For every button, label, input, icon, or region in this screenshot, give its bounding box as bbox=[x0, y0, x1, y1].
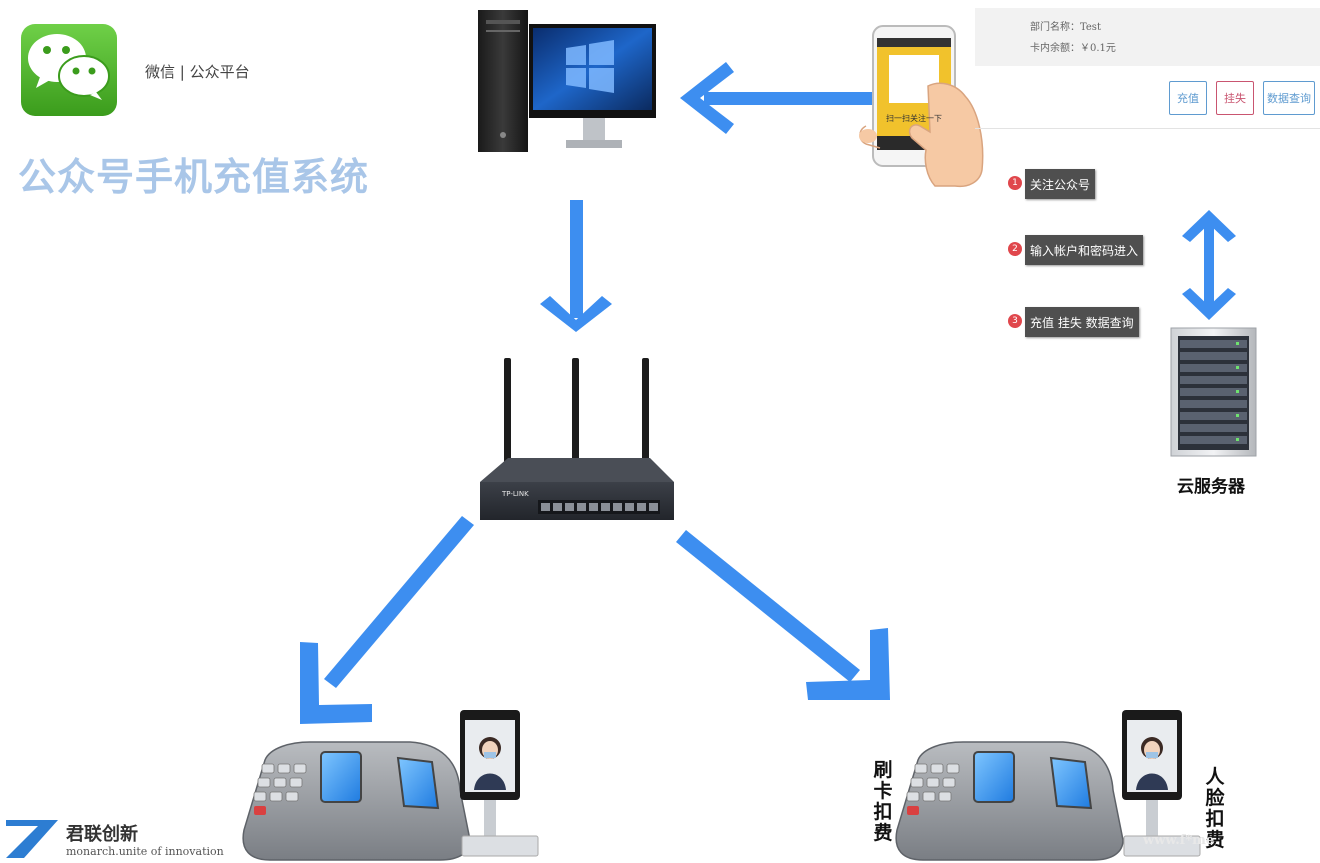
face-terminal-right bbox=[1122, 710, 1201, 857]
wechat-platform-label: 微信 | 公众平台 bbox=[145, 63, 250, 81]
card-pos-terminal-right bbox=[895, 741, 1124, 861]
card-pos-terminal-left bbox=[242, 741, 471, 861]
desktop-computer bbox=[478, 10, 656, 152]
phone-in-hand bbox=[859, 25, 984, 188]
step-3-label: 充值 挂失 数据查询 bbox=[1025, 307, 1139, 337]
step-2-label: 输入帐户和密码进入 bbox=[1025, 235, 1144, 265]
phone-scan-text: 扫一扫关注一下 bbox=[886, 113, 942, 123]
cloud-server-label: 云服务器 bbox=[1177, 477, 1245, 497]
company-logo-mark bbox=[6, 820, 58, 858]
arrow-pc-to-router bbox=[540, 200, 612, 332]
wechat-logo bbox=[21, 24, 117, 116]
arrow-phone-to-pc bbox=[680, 62, 872, 134]
step-1-number: 1 bbox=[1008, 176, 1022, 190]
step-2-number: 2 bbox=[1008, 242, 1022, 256]
company-subtitle: monarch.unite of innovation bbox=[66, 845, 224, 858]
page-title: 公众号手机充值系统 bbox=[18, 155, 370, 199]
panel-divider bbox=[975, 128, 1320, 129]
cloud-server-rack bbox=[1170, 327, 1257, 457]
data-query-button[interactable]: 数据查询 bbox=[1263, 81, 1315, 115]
watermark-text: www.f*me bbox=[1143, 833, 1215, 848]
step-3-number: 3 bbox=[1008, 314, 1022, 328]
card-deduct-label: 刷卡扣费 bbox=[873, 759, 893, 844]
arrow-cloud-bidirectional bbox=[1182, 210, 1236, 320]
company-name: 君联创新 bbox=[66, 824, 138, 845]
router-brand: TP-LINK bbox=[501, 490, 529, 498]
card-balance-text: 卡内余额：￥0.1元 bbox=[1030, 43, 1116, 54]
arrow-router-to-right-terminal bbox=[676, 530, 890, 700]
arrow-router-to-left-terminal bbox=[300, 516, 474, 724]
face-deduct-label: 人脸扣费 bbox=[1205, 766, 1225, 851]
report-loss-button[interactable]: 挂失 bbox=[1216, 81, 1254, 115]
recharge-button[interactable]: 充值 bbox=[1169, 81, 1207, 115]
face-terminal-left bbox=[460, 710, 539, 857]
account-info-panel bbox=[975, 8, 1320, 66]
router bbox=[480, 358, 674, 520]
dept-name-text: 部门名称：Test bbox=[1030, 22, 1101, 33]
step-1-label: 关注公众号 bbox=[1025, 169, 1096, 199]
